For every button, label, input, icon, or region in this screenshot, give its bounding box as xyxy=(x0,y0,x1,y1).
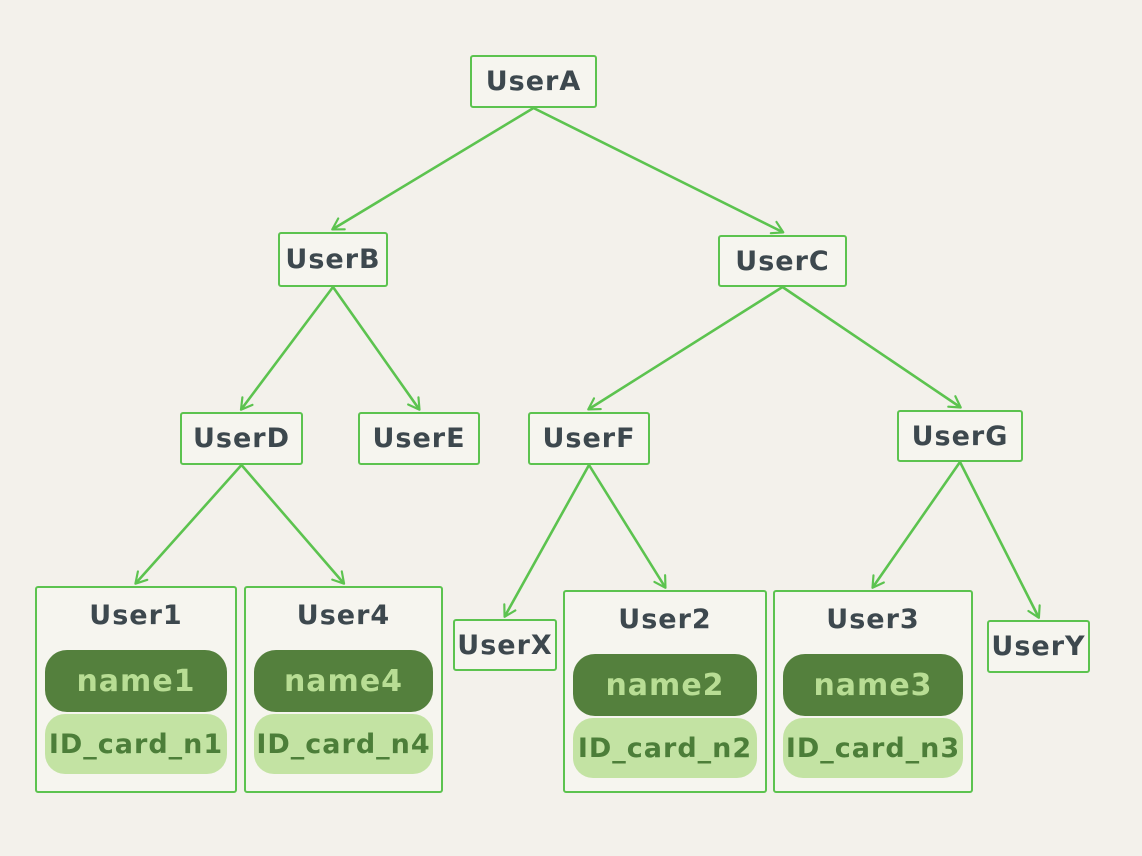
node-label: UserD xyxy=(192,423,291,454)
node-usera[interactable]: UserA xyxy=(470,55,597,108)
edge-userc-userf[interactable] xyxy=(587,285,784,411)
node-label: User1 xyxy=(89,600,183,631)
id-card-pill-label: ID_card_n2 xyxy=(577,732,753,764)
edge-userf-user2[interactable] xyxy=(587,463,667,589)
edge-userd-user4[interactable] xyxy=(240,463,346,585)
node-label: User4 xyxy=(296,600,391,631)
name-pill-label: name1 xyxy=(76,663,196,699)
id-card-pill-label: ID_card_n4 xyxy=(256,728,431,760)
name-pill-label: name2 xyxy=(605,667,725,703)
node-label: UserC xyxy=(735,245,830,277)
node-userb[interactable]: UserB xyxy=(278,232,388,287)
id-card-pill-label: ID_card_n1 xyxy=(48,728,224,760)
node-label: UserG xyxy=(911,420,1009,452)
edge-userg-usery[interactable] xyxy=(958,460,1041,619)
id-card-pill[interactable]: ID_card_n3 xyxy=(783,718,963,778)
id-card-pill-label: ID_card_n3 xyxy=(785,732,961,764)
node-label: UserY xyxy=(991,631,1086,662)
node-usery[interactable]: UserY xyxy=(987,620,1090,673)
node-userc[interactable]: UserC xyxy=(718,235,847,287)
node-label: UserX xyxy=(457,629,553,661)
id-card-pill[interactable]: ID_card_n1 xyxy=(45,714,227,774)
node-label: User3 xyxy=(826,604,920,635)
name-pill[interactable]: name3 xyxy=(783,654,963,716)
edge-usera-userb[interactable] xyxy=(331,106,535,231)
name-pill-label: name3 xyxy=(813,667,933,703)
edge-userd-user1[interactable] xyxy=(134,463,243,585)
node-label: UserB xyxy=(285,244,381,275)
edge-usera-userc[interactable] xyxy=(532,106,785,235)
node-label: UserF xyxy=(542,423,636,454)
edge-userg-user3[interactable] xyxy=(871,460,962,589)
node-label: UserA xyxy=(485,66,582,97)
edge-userc-userg[interactable] xyxy=(781,285,962,409)
name-pill-label: name4 xyxy=(283,663,404,699)
node-userf[interactable]: UserF xyxy=(528,412,650,465)
name-pill[interactable]: name4 xyxy=(254,650,433,712)
edge-userf-userx[interactable] xyxy=(503,463,591,618)
node-label: UserE xyxy=(372,423,466,454)
id-card-pill[interactable]: ID_card_n2 xyxy=(573,718,757,778)
name-pill[interactable]: name1 xyxy=(45,650,227,712)
edge-userb-usere[interactable] xyxy=(331,285,421,411)
node-userg[interactable]: UserG xyxy=(897,410,1023,462)
name-pill[interactable]: name2 xyxy=(573,654,757,716)
edge-userb-userd[interactable] xyxy=(239,285,335,411)
node-userd[interactable]: UserD xyxy=(180,412,303,465)
node-label: User2 xyxy=(618,604,712,635)
node-usere[interactable]: UserE xyxy=(358,412,480,465)
id-card-pill[interactable]: ID_card_n4 xyxy=(254,714,433,774)
node-userx[interactable]: UserX xyxy=(453,619,557,671)
